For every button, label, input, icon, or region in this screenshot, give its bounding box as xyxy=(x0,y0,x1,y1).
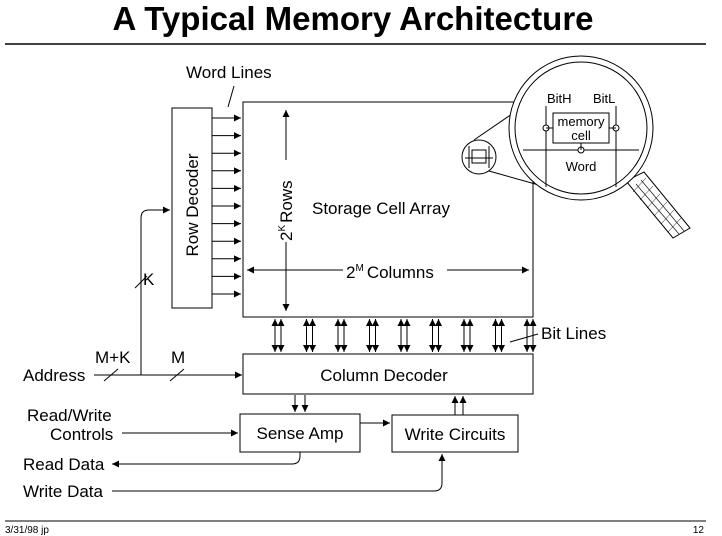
word-line-arrows xyxy=(212,114,241,298)
k-label: K xyxy=(143,270,155,289)
footer-page-number: 12 xyxy=(693,525,705,536)
storage-cell-array-label: Storage Cell Array xyxy=(312,199,450,218)
write-circuits-box xyxy=(391,414,519,453)
footer-date: 3/31/98 jp xyxy=(5,525,49,536)
memory-label: memory xyxy=(558,114,605,129)
bitl-label: BitL xyxy=(593,91,615,106)
row-decoder-box xyxy=(171,107,213,309)
array-cell-icon xyxy=(461,139,497,175)
column-decoder-label: Column Decoder xyxy=(320,366,448,385)
address-label: Address xyxy=(23,366,85,385)
magnifier-handle xyxy=(625,171,691,239)
cell-label: cell xyxy=(571,128,591,143)
slide-title: A Typical Memory Architecture xyxy=(112,0,593,37)
word-label: Word xyxy=(566,159,597,174)
address-slash-mk xyxy=(103,368,119,382)
m-plus-k-label: M+K xyxy=(95,348,131,367)
word-lines-pointer xyxy=(227,85,235,108)
address-slash-m xyxy=(169,368,185,382)
sense-amp-label: Sense Amp xyxy=(257,424,344,443)
read-write-label-1: Read/Write xyxy=(27,406,112,425)
magnified-cell xyxy=(523,106,639,187)
read-write-label-2: Controls xyxy=(50,425,113,444)
word-lines-label: Word Lines xyxy=(186,63,272,82)
m-label: M xyxy=(171,348,185,367)
read-data-label: Read Data xyxy=(23,455,105,474)
write-data-label: Write Data xyxy=(23,482,104,501)
column-decoder-box xyxy=(242,353,534,395)
read-data-line xyxy=(112,452,301,468)
bit-lines-label: Bit Lines xyxy=(541,324,606,343)
k-slash xyxy=(134,275,148,289)
k-address-branch xyxy=(140,206,170,375)
bit-lines-pointer xyxy=(509,333,539,343)
row-decoder-label: Row Decoder xyxy=(183,153,202,256)
write-circuits-label: Write Circuits xyxy=(405,425,506,444)
bith-label: BitH xyxy=(547,91,572,106)
bit-line-arrows xyxy=(271,319,537,352)
write-data-line xyxy=(112,454,446,492)
rows-label: 2KRows xyxy=(277,180,296,241)
